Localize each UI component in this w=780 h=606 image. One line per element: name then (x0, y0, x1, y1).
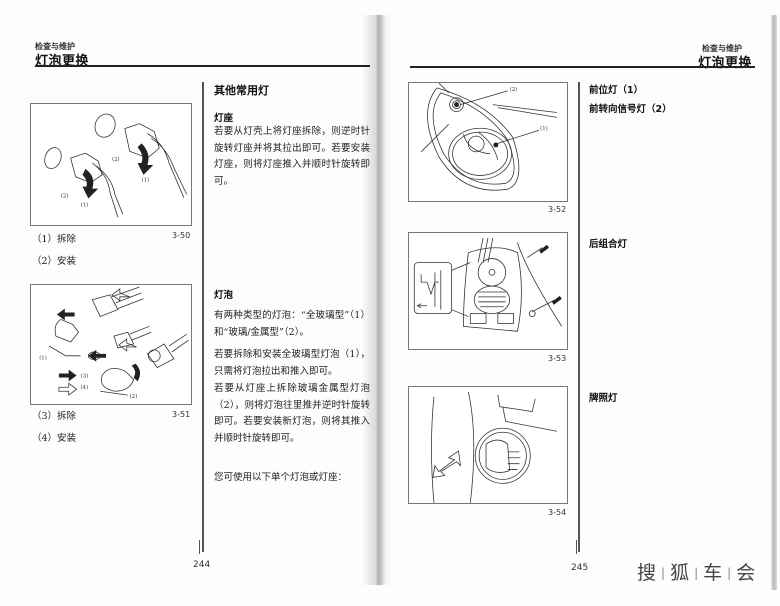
subheading-bulb: 灯泡 (214, 290, 234, 301)
column-divider (202, 82, 204, 552)
glass-bulb-paragraph: 若要拆除和安装全玻璃型灯泡（1），只需将灯泡拉出和推入即可。 (214, 349, 370, 377)
page-number: 245 (571, 563, 589, 573)
watermark-char: 会 (736, 562, 758, 584)
socket-paragraph: 若要从灯壳上将灯座拆除，则逆时针旋转灯座并将其拉出即可。若要安装灯座，则将灯座推… (214, 126, 370, 187)
bulb-types-illustration: (1) (3) (4) (2) (39, 286, 189, 400)
glass-metal-bulb-paragraph: 若要从灯座上拆除玻璃金属型灯泡（2），则将灯泡往里推并逆时针旋转即可。若要安装新… (214, 383, 370, 444)
svg-text:(1): (1) (39, 355, 47, 362)
caption-remove: （1）拆除 (32, 234, 77, 245)
svg-text:(2): (2) (112, 156, 120, 163)
section-label: 检查与维护 (35, 42, 75, 51)
heading-other-lights: 其他常用灯 (214, 84, 269, 97)
subheading-socket: 灯座 (214, 113, 234, 124)
license-plate-light-illustration (431, 391, 557, 503)
svg-text:(1): (1) (540, 125, 548, 132)
svg-text:(3): (3) (81, 372, 89, 379)
figure-number: 3-53 (548, 354, 567, 363)
figure-number: 3-54 (548, 508, 567, 517)
page-number-tick (576, 540, 577, 554)
watermark-char: 搜 (637, 562, 659, 584)
svg-text:(2): (2) (510, 86, 518, 93)
item-rear-combination-light: 后组合灯 (589, 239, 628, 250)
svg-text:(2): (2) (61, 192, 69, 199)
column-divider (578, 82, 580, 552)
svg-text:(4): (4) (81, 384, 89, 391)
caption-install: （2）安装 (32, 256, 77, 267)
svg-text:(2): (2) (130, 393, 138, 400)
rear-combination-light-illustration (413, 237, 563, 332)
page-edge (771, 15, 777, 590)
right-page: 检查与维护 灯泡更换 (385, 0, 780, 606)
figure-3-52: (2) (1) (408, 82, 568, 202)
header-rule (410, 66, 755, 68)
sohu-auto-watermark: 搜|狐|车|会 (637, 562, 758, 584)
front-light-assembly-illustration: (2) (1) (420, 83, 557, 191)
figure-number: 3-52 (548, 205, 567, 214)
figure-number: 3-51 (172, 410, 191, 419)
figure-3-51: (1) (3) (4) (2) (30, 284, 192, 405)
item-license-plate-light: 牌照灯 (589, 393, 618, 404)
figure-3-54 (408, 386, 568, 504)
figure-3-50: (2) (1) (2) (1) (30, 103, 192, 226)
svg-text:(1): (1) (81, 201, 89, 208)
left-page: 检查与维护 灯泡更换 (2) (1) (0, 0, 385, 606)
socket-removal-illustration: (2) (1) (2) (1) (44, 113, 188, 218)
header-rule (35, 65, 370, 67)
caption-remove: （3）拆除 (32, 411, 77, 422)
page-number-tick (199, 540, 200, 554)
page-number: 244 (193, 560, 211, 570)
section-title: 灯泡更换 (698, 56, 753, 71)
watermark-char: 狐 (670, 562, 692, 584)
figure-number: 3-50 (172, 231, 191, 240)
svg-text:(1): (1) (141, 177, 149, 184)
section-label: 检查与维护 (702, 44, 742, 53)
figure-3-53 (408, 232, 568, 350)
book-gutter-shadow (362, 15, 392, 585)
bulb-types-paragraph: 有两种类型的灯泡：“全玻璃型”（1）和“玻璃/金属型”（2）。 (214, 310, 370, 338)
caption-install: （4）安装 (32, 433, 77, 444)
item-front-turn-signal: 前转向信号灯（2） (589, 104, 672, 115)
watermark-char: 车 (703, 562, 725, 584)
item-front-position-light: 前位灯（1） (589, 85, 644, 96)
usable-bulbs-paragraph: 您可使用以下单个灯泡或灯座： (214, 472, 348, 483)
